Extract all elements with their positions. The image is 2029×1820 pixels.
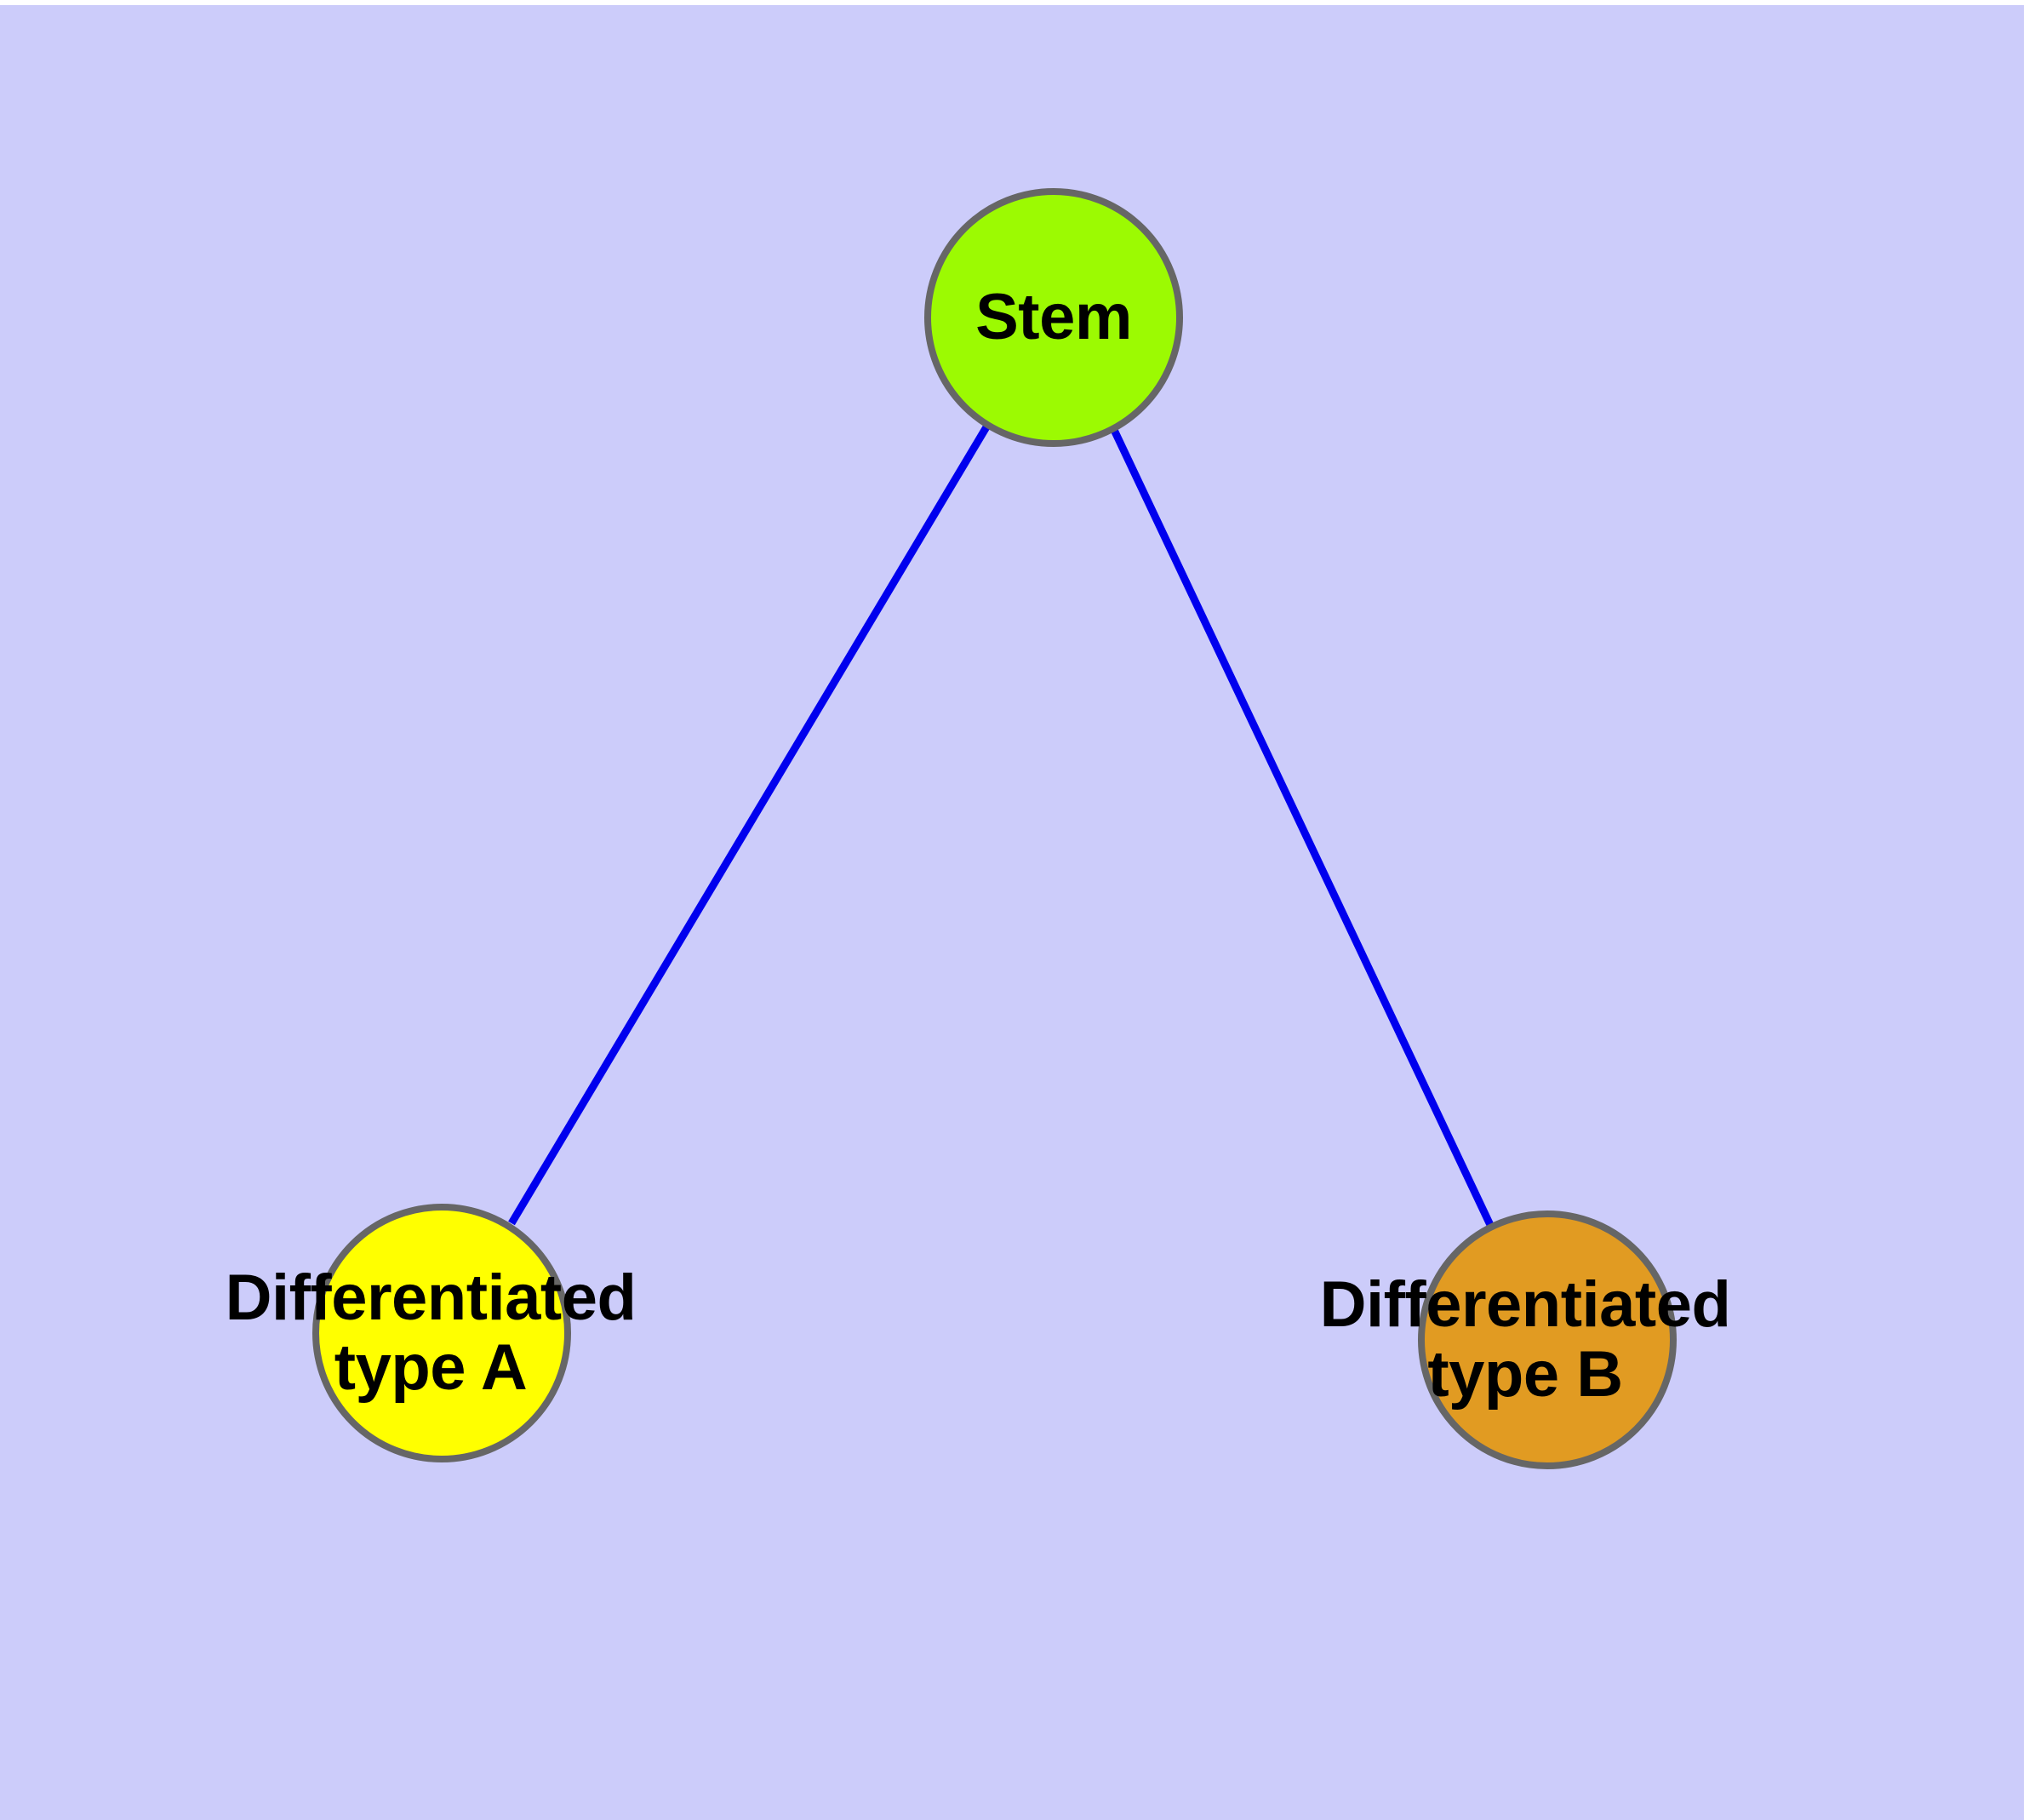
edge-stem-to-diff-a <box>508 423 991 1226</box>
edge-layer <box>508 423 1495 1227</box>
node-diff-b-circle[interactable] <box>1418 1210 1677 1469</box>
edge-stem-to-diff-b <box>1110 428 1495 1227</box>
node-layer <box>312 188 1677 1469</box>
node-diff-a-circle[interactable] <box>312 1204 571 1462</box>
node-stem-circle[interactable] <box>924 188 1183 447</box>
